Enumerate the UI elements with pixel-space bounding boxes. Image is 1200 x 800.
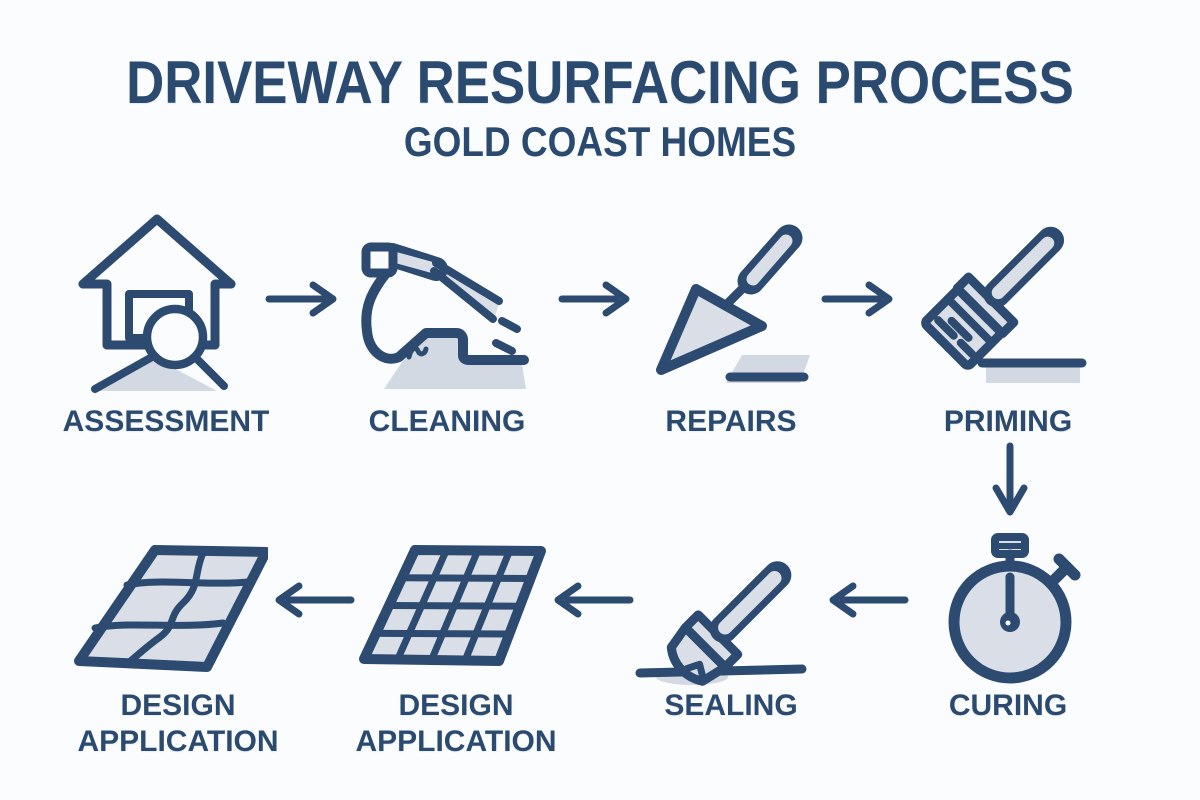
flat-brush-icon [902, 205, 1092, 395]
arrow-down-icon [988, 440, 1032, 525]
page-subtitle: GOLD COAST HOMES [403, 118, 797, 165]
pressure-washer-icon [352, 205, 542, 395]
arrow-left-icon [823, 578, 913, 622]
page-title: DRIVEWAY RESURFACING PROCESS [126, 49, 1074, 116]
arrow-left-icon [548, 578, 638, 622]
arrow-right-icon [817, 277, 897, 321]
arrow-right-icon [554, 277, 634, 321]
step-label-design-application-2: DESIGN APPLICATION [77, 689, 279, 758]
step-label-sealing: SEALING [664, 689, 798, 722]
step-label-design-application-1: DESIGN APPLICATION [355, 689, 557, 758]
step-label-cleaning: CLEANING [368, 405, 526, 438]
tile-grid-icon [356, 525, 546, 685]
step-label-priming: PRIMING [943, 405, 1073, 438]
house-magnifier-icon [65, 205, 255, 395]
round-brush-icon [630, 525, 820, 695]
step-label-curing: CURING [948, 689, 1068, 722]
stamped-pattern-icon [68, 525, 268, 685]
arrow-left-icon [269, 578, 359, 622]
step-label-repairs: REPAIRS [665, 405, 797, 438]
trowel-icon [630, 205, 820, 395]
step-label-assessment: ASSESSMENT [62, 405, 270, 438]
stopwatch-icon [915, 525, 1105, 695]
arrow-right-icon [261, 277, 341, 321]
